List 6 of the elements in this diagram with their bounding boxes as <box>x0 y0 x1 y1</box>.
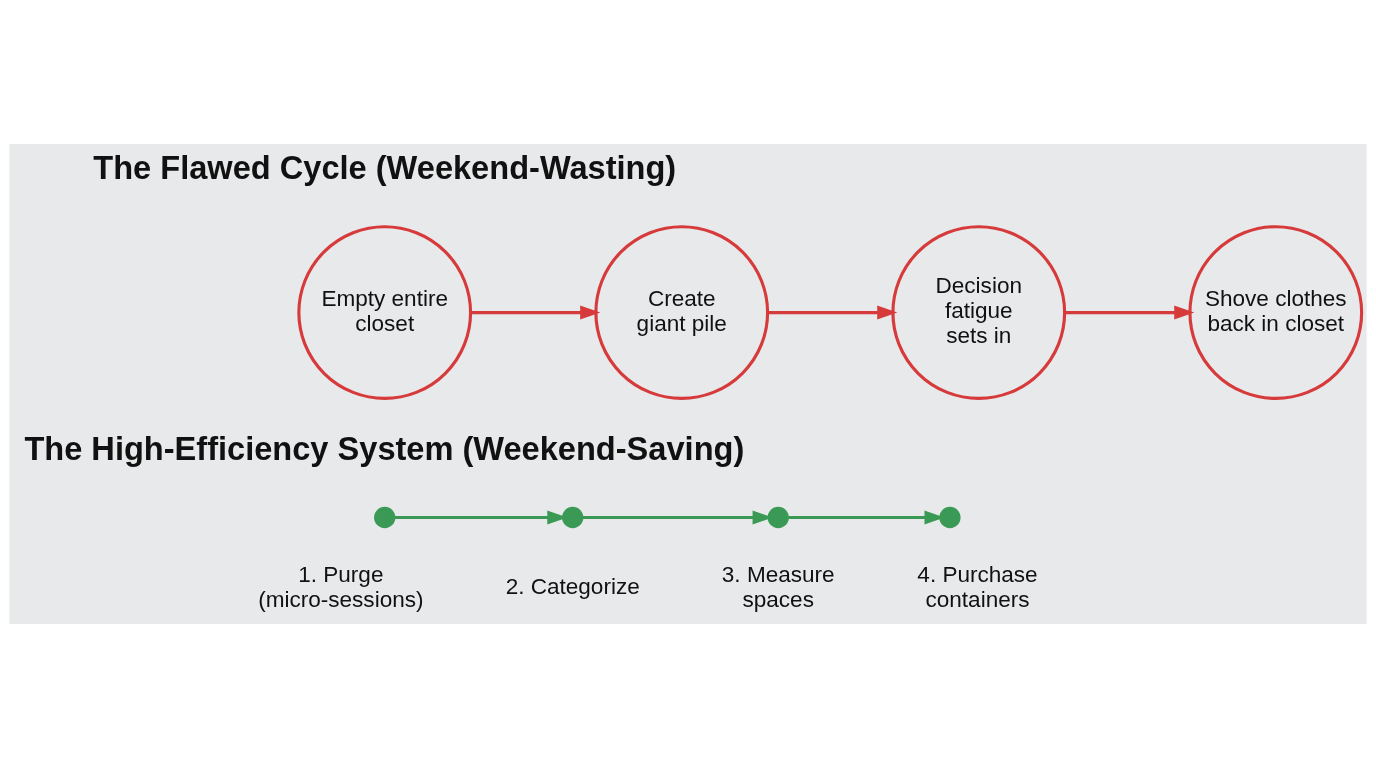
node-label: 3. Measure spaces <box>721 561 835 612</box>
node-label: 4. Purchase containers <box>917 561 1038 612</box>
node-label: 2. Categorize <box>505 574 640 600</box>
label: The Flawed Cycle (Weekend-Wasting) <box>93 149 677 186</box>
node-label: 1. Purge (micro-sessions) <box>258 561 424 612</box>
label: The High-Efficiency System (Weekend-Saving) <box>24 430 745 467</box>
